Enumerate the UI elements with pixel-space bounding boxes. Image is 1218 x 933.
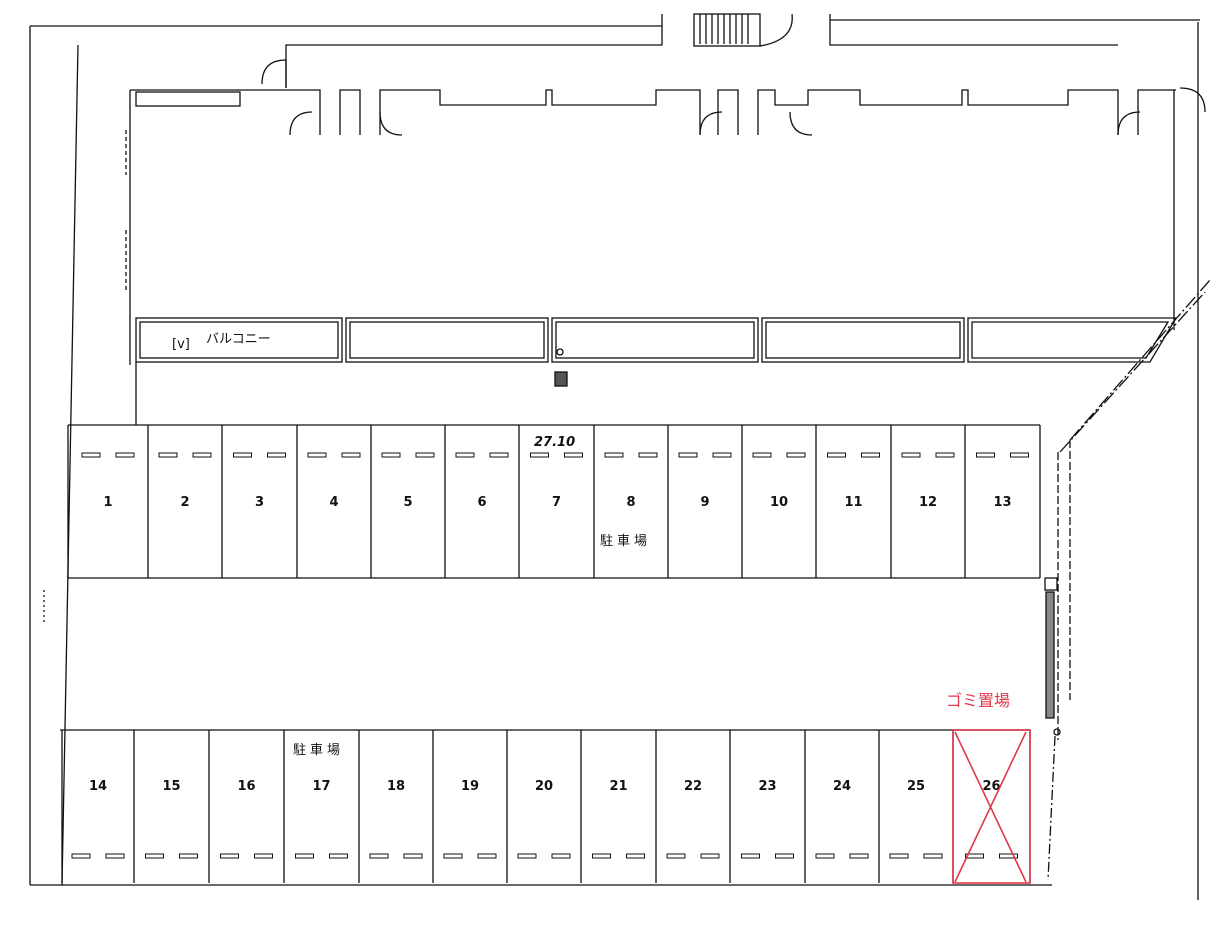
bottom-space-number: 26 [982,779,1000,794]
top-space-number: 9 [700,495,709,510]
top-space-number: 8 [626,495,635,510]
wheel-stop [233,452,252,458]
wheel-stop [626,853,645,859]
wheel-stop [295,853,314,859]
bottom-space-number: 15 [162,779,180,794]
wheel-stop [477,853,497,859]
wheel-stop [901,452,921,458]
top-space-number: 3 [255,495,264,510]
wheel-stop [1010,452,1029,458]
wheel-stop [849,853,869,859]
unavailable-space-cross [952,729,1031,884]
bottom-space-number: 14 [89,779,107,794]
wheel-stop [455,452,475,458]
top-space-number: 5 [403,495,412,510]
garbage-area-label: ゴミ置場 [946,691,1010,710]
wheel-stop [965,853,984,859]
wheel-stop [741,853,760,859]
bottom-space-number: 16 [237,779,255,794]
wheel-stop [638,452,658,458]
boundary-left-line [29,26,79,886]
bottom-space-number: 22 [684,779,702,794]
wheel-stop [105,853,125,859]
parking-label-top: 駐車場 [600,534,651,549]
wheel-stop [861,452,880,458]
bottom-space-number: 17 [312,779,330,794]
boundary-top-line [30,19,1200,27]
wheel-stop [700,853,720,859]
top-space-number: 10 [770,495,788,510]
wheel-stop [369,853,389,859]
bottom-space-number: 18 [387,779,405,794]
wheel-stop [158,452,178,458]
wheel-stop [267,452,286,458]
wheel-stop [999,853,1018,859]
bottom-space-number: 24 [833,779,851,794]
wheel-stop [403,853,423,859]
top-space-number: 6 [477,495,486,510]
wheel-stop [115,452,135,458]
wheel-stop [786,452,806,458]
wheel-stop [415,452,435,458]
parking-label-bottom: 駐車場 [293,743,344,758]
balcony-icon: [v] [172,337,190,352]
wheel-stop [341,452,361,458]
diagonal-boundary [1059,279,1211,453]
wheel-stop [712,452,732,458]
top-space-number: 7 [552,495,561,510]
top-space-number: 13 [993,495,1011,510]
garbage-fence [1044,577,1061,881]
parking-row-bottom [60,729,1031,883]
wheel-stop [254,853,273,859]
wheel-stop [678,452,698,458]
bottom-space-number: 25 [907,779,925,794]
dimension-note: 27.10 [534,435,575,450]
wheel-stop [923,853,943,859]
wheel-stop [220,853,239,859]
wheel-stop [307,452,327,458]
wheel-stop [81,452,101,458]
wheel-stop [489,452,509,458]
wheel-stop [604,452,624,458]
wheel-stop [827,452,846,458]
bottom-space-number: 23 [758,779,776,794]
wheel-stop [564,452,583,458]
balcony-row [135,317,1178,387]
balcony-label: バルコニー [206,332,271,347]
wheel-stop [775,853,794,859]
top-space-number: 2 [180,495,189,510]
building-outline [125,59,1206,365]
bottom-space-number: 20 [535,779,553,794]
bottom-space-number: 21 [609,779,627,794]
wheel-stop [935,452,955,458]
wheel-stop [381,452,401,458]
wheel-stop [443,853,463,859]
top-space-number: 4 [329,495,338,510]
bottom-space-number: 19 [461,779,479,794]
wheel-stop [815,853,835,859]
wheel-stop [517,853,537,859]
top-space-number: 12 [919,495,937,510]
wheel-stop [551,853,571,859]
wheel-stop [179,853,198,859]
wheel-stop [329,853,348,859]
wheel-stop [145,853,164,859]
wheel-stop [71,853,91,859]
wheel-stop [530,452,549,458]
wheel-stop [666,853,686,859]
wheel-stop [592,853,611,859]
wheel-stop [976,452,995,458]
top-space-number: 11 [844,495,862,510]
wheel-stop [752,452,772,458]
top-space-number: 1 [103,495,112,510]
wheel-stop [889,853,909,859]
wheel-stop [192,452,212,458]
parking-row-top [67,424,1071,740]
stairs-icon [693,13,793,47]
